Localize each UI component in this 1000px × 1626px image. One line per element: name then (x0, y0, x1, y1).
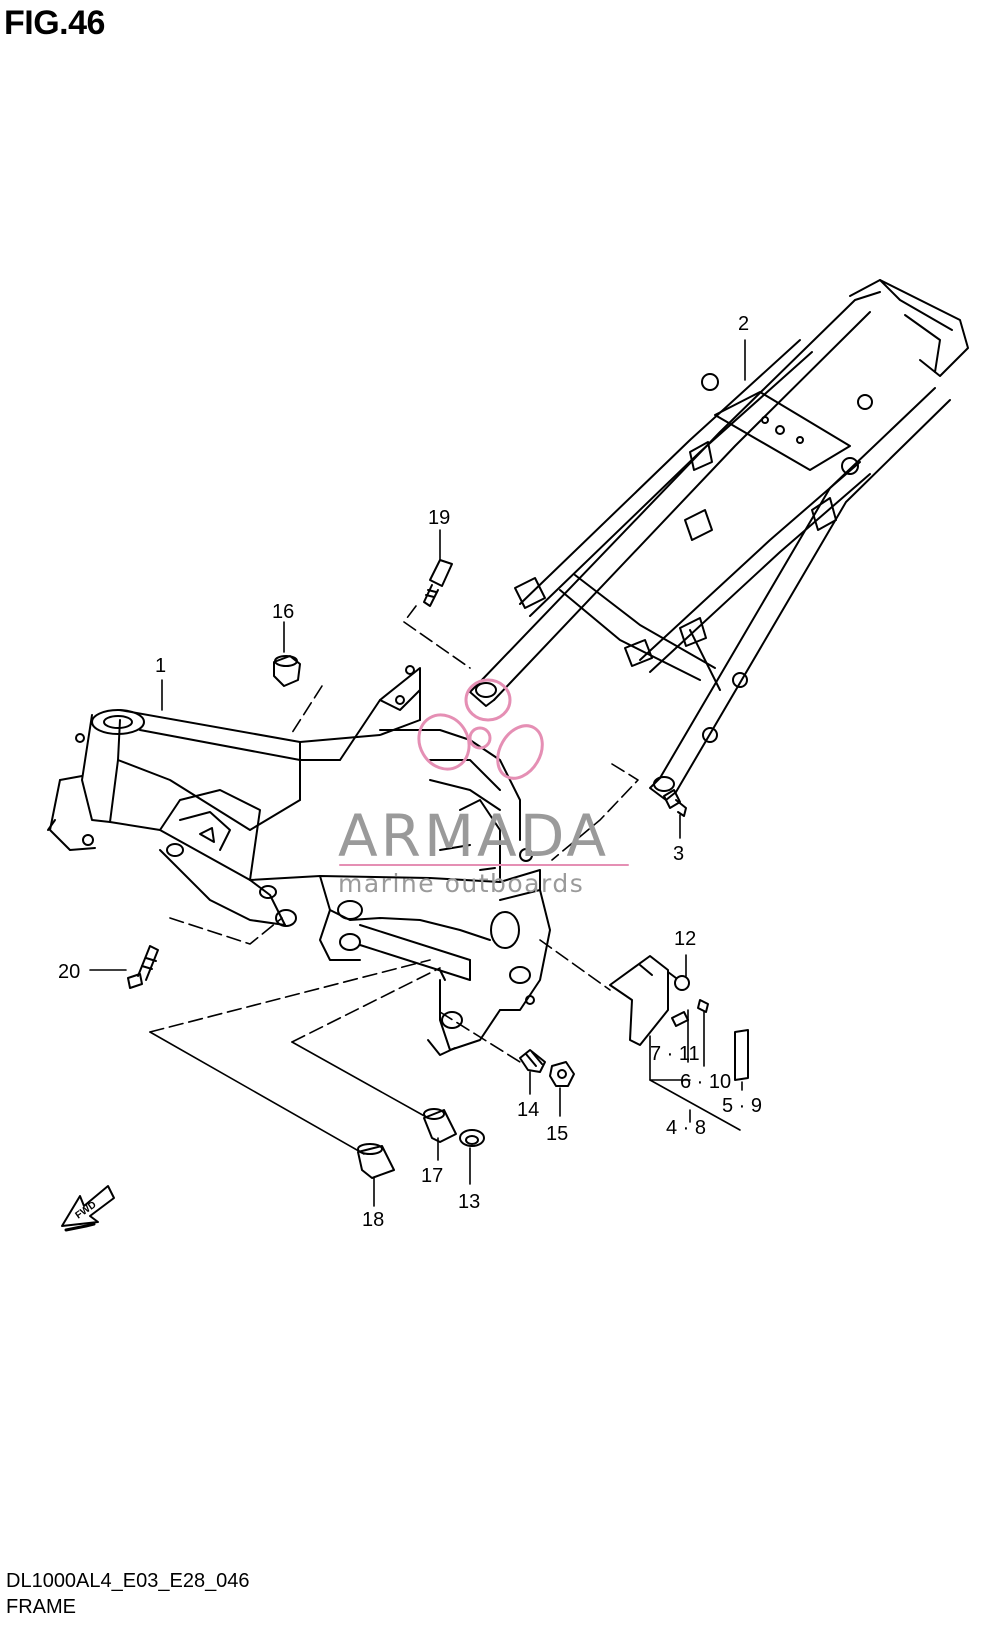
callout-16: 16 (272, 601, 294, 623)
callout-18: 18 (362, 1209, 384, 1231)
figure-title: FIG.46 (4, 4, 105, 42)
leader-lines (89, 339, 746, 1207)
model-code: DL1000AL4_E03_E28_046 (6, 1570, 250, 1592)
assembly-lines (149, 1031, 429, 1155)
callout-14: 14 (517, 1099, 539, 1121)
callout-17: 17 (421, 1165, 443, 1187)
rear-subframe (469, 279, 969, 801)
main-frame (47, 665, 551, 1056)
callout-15: 15 (546, 1123, 568, 1145)
callout-6-10: 6 · 10 (680, 1071, 731, 1093)
callout-3: 3 (673, 843, 684, 865)
callout-19: 19 (428, 507, 450, 529)
callout-5-9: 5 · 9 (722, 1095, 762, 1117)
small-parts (127, 559, 749, 1179)
watermark-tagline: marine outboards (338, 869, 584, 898)
callout-12: 12 (674, 928, 696, 950)
callout-1: 1 (155, 655, 166, 677)
watermark-brand: ARMADA (338, 802, 609, 870)
callout-2: 2 (738, 313, 749, 335)
section-name: FRAME (6, 1596, 76, 1618)
callout-20: 20 (58, 961, 80, 983)
callout-13: 13 (458, 1191, 480, 1213)
callout-7-11: 7 · 11 (650, 1043, 700, 1065)
watermark-logo (417, 678, 544, 780)
dash-lines (149, 605, 639, 1063)
forward-arrow-icon (61, 1185, 115, 1232)
callout-4-8: 4 · 8 (666, 1117, 706, 1139)
